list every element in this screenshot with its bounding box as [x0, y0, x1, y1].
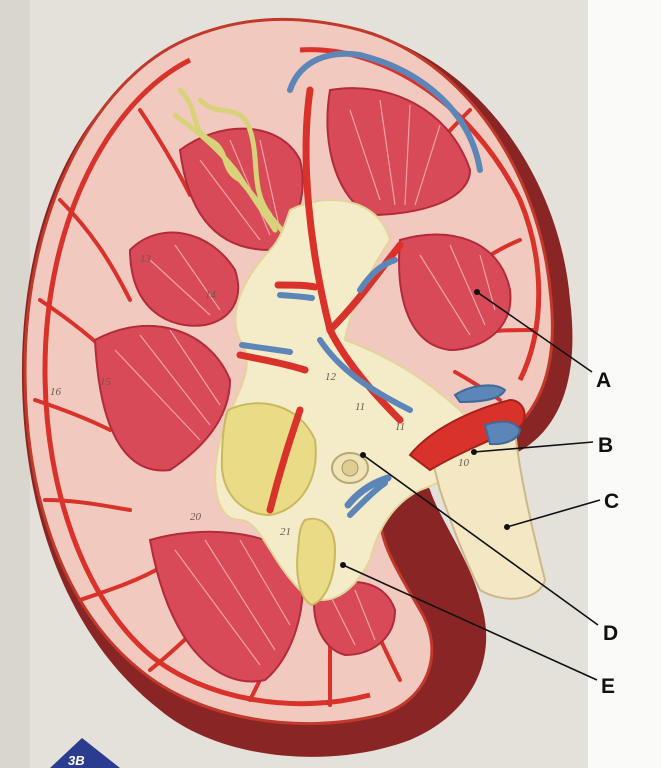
- renal-vein: [483, 420, 522, 446]
- model-number: 12: [325, 371, 337, 383]
- model-number: 16: [50, 386, 62, 398]
- renal-artery: [408, 398, 526, 472]
- model-number: 13: [140, 253, 152, 265]
- minor-calyx: [296, 517, 337, 607]
- leader-arrowheads: [340, 289, 510, 568]
- renal-vein-upper: [453, 384, 507, 404]
- pyramid-left-large: [93, 325, 232, 472]
- leader-line-D: [362, 454, 599, 626]
- arcuate-artery-outer: [42, 57, 371, 707]
- segmental-arteries: [236, 86, 404, 514]
- model-number: 15: [100, 376, 112, 388]
- pyramid-lower-right: [313, 580, 397, 657]
- label-A: A: [596, 369, 611, 392]
- renal-pyramids: [93, 87, 512, 683]
- model-number: 21: [280, 526, 291, 538]
- pyramid-striations: [114, 99, 496, 666]
- nephron-model: [172, 87, 293, 243]
- pyramid-left-mid: [128, 231, 240, 327]
- label-panel: [588, 0, 661, 768]
- model-number: 20: [190, 511, 202, 523]
- hilum-vein-lower: [344, 474, 392, 509]
- label-B: B: [598, 434, 613, 457]
- pyramid-upper: [326, 87, 472, 217]
- pelvis-lumen: [341, 459, 359, 477]
- pyramid-lower: [148, 530, 304, 683]
- segmental-veins: [239, 50, 483, 518]
- model-number: 10: [458, 457, 470, 469]
- model-number: 11: [395, 421, 405, 433]
- model-number: 11: [355, 401, 365, 413]
- leader-line-C: [506, 499, 601, 528]
- leader-line-B: [473, 441, 594, 453]
- model-number-markings: 12 11 11 10 21 13 14 15 16 20: [50, 253, 470, 538]
- model-number: 14: [205, 289, 217, 301]
- leader-line-A: [476, 291, 593, 373]
- label-D: D: [603, 622, 618, 645]
- manufacturer-logo: 3B: [50, 738, 120, 768]
- leader-line-E: [342, 564, 598, 681]
- label-C: C: [604, 490, 619, 513]
- leader-lines: [342, 291, 601, 681]
- label-E: E: [601, 675, 615, 698]
- logo-text: 3B: [68, 753, 85, 768]
